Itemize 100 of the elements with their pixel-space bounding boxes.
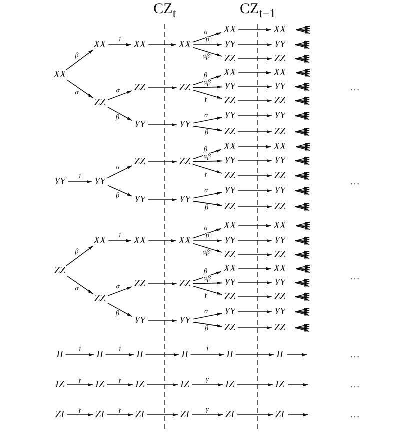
term-label: ZZ — [273, 250, 287, 260]
arrow — [295, 324, 310, 328]
ellipsis: … — [350, 272, 360, 282]
arrow — [236, 384, 274, 386]
arrow — [108, 185, 132, 197]
arrow — [286, 354, 308, 356]
arrow — [235, 354, 275, 356]
term-label: YY — [133, 316, 147, 326]
arrow — [295, 190, 310, 194]
term-label: YY — [223, 278, 237, 288]
arrow — [192, 86, 222, 89]
term-label: ZZ — [273, 54, 287, 64]
arrow — [295, 296, 310, 300]
arrow — [295, 326, 310, 329]
arrow — [296, 225, 310, 228]
arrow — [295, 56, 310, 60]
arrow — [295, 132, 310, 136]
arrow — [190, 354, 225, 356]
term-label: XX — [272, 264, 288, 274]
arrow — [238, 206, 272, 208]
term-label: ZZ — [273, 170, 287, 182]
term-label: XX — [272, 220, 288, 232]
arrow — [296, 72, 310, 76]
arrow — [193, 243, 222, 253]
arrow — [192, 160, 222, 163]
arrow — [108, 240, 132, 242]
term-label: IZ — [54, 380, 66, 390]
term-label: ZI — [180, 410, 190, 420]
arrow — [295, 84, 310, 88]
arrow — [295, 157, 310, 162]
arrow — [296, 268, 310, 272]
term-label: ZZ — [273, 96, 287, 106]
arrow — [295, 204, 310, 208]
arrow — [105, 354, 135, 356]
arrow — [238, 72, 272, 74]
arrow — [192, 149, 222, 160]
arrow — [295, 203, 310, 208]
arrow — [296, 28, 310, 31]
arrow — [295, 58, 310, 63]
arrow — [295, 254, 310, 259]
arrow — [296, 222, 310, 226]
arrow — [192, 200, 222, 206]
arrow — [295, 115, 310, 118]
term-label: ZZ — [53, 266, 67, 276]
arrow — [296, 265, 310, 270]
arrow — [238, 240, 272, 242]
arrow — [238, 160, 272, 162]
arrow — [148, 160, 178, 164]
term-label: II — [96, 350, 104, 360]
arrow — [296, 224, 310, 227]
arrow — [295, 254, 310, 258]
term-label: ZZ — [93, 98, 107, 108]
arrow — [108, 166, 132, 178]
arrow — [192, 271, 222, 282]
ellipsis: … — [350, 410, 360, 420]
term-label: ZZ — [223, 54, 237, 64]
arrow — [192, 313, 222, 320]
term-label: XX — [178, 40, 192, 50]
term-label: YY — [273, 236, 287, 246]
arrow — [108, 90, 132, 100]
term-label: II — [180, 350, 190, 360]
term-label: YY — [178, 194, 192, 206]
arrow — [66, 276, 94, 294]
arrow — [288, 414, 309, 416]
arrow — [65, 354, 95, 356]
term-label: IZ — [94, 380, 106, 390]
term-label: ZI — [54, 410, 66, 420]
arrow — [295, 308, 310, 312]
term-label: XX — [52, 70, 68, 80]
arrow — [295, 282, 310, 286]
arrow — [193, 32, 222, 43]
arrow — [295, 116, 310, 120]
arrow — [295, 41, 310, 46]
term-label: YY — [223, 82, 237, 92]
arrow — [238, 224, 272, 228]
term-label: IZ — [134, 380, 146, 390]
term-label: ZI — [94, 410, 106, 420]
term-label: ZZ — [178, 82, 192, 94]
arrow — [295, 158, 310, 162]
arrow — [296, 26, 310, 30]
column-header: CZ$_{t−1}$ — [240, 2, 276, 22]
arrow — [66, 50, 94, 70]
arrow — [108, 302, 132, 318]
arrow — [295, 206, 310, 211]
term-label: YY — [273, 110, 287, 122]
ellipsis: … — [350, 350, 360, 360]
arrow — [192, 117, 222, 124]
arrow — [193, 228, 222, 239]
arrow — [192, 414, 224, 416]
arrow — [295, 42, 310, 46]
arrow — [295, 312, 310, 316]
term-label: XX — [92, 236, 108, 246]
term-label: XX — [222, 142, 238, 152]
arrow — [148, 320, 178, 322]
term-label: YY — [273, 40, 287, 50]
term-label: YY — [133, 120, 147, 130]
term-label: ZI — [224, 410, 236, 420]
arrow — [296, 268, 310, 273]
ellipsis: … — [350, 82, 360, 94]
arrow — [295, 131, 310, 134]
